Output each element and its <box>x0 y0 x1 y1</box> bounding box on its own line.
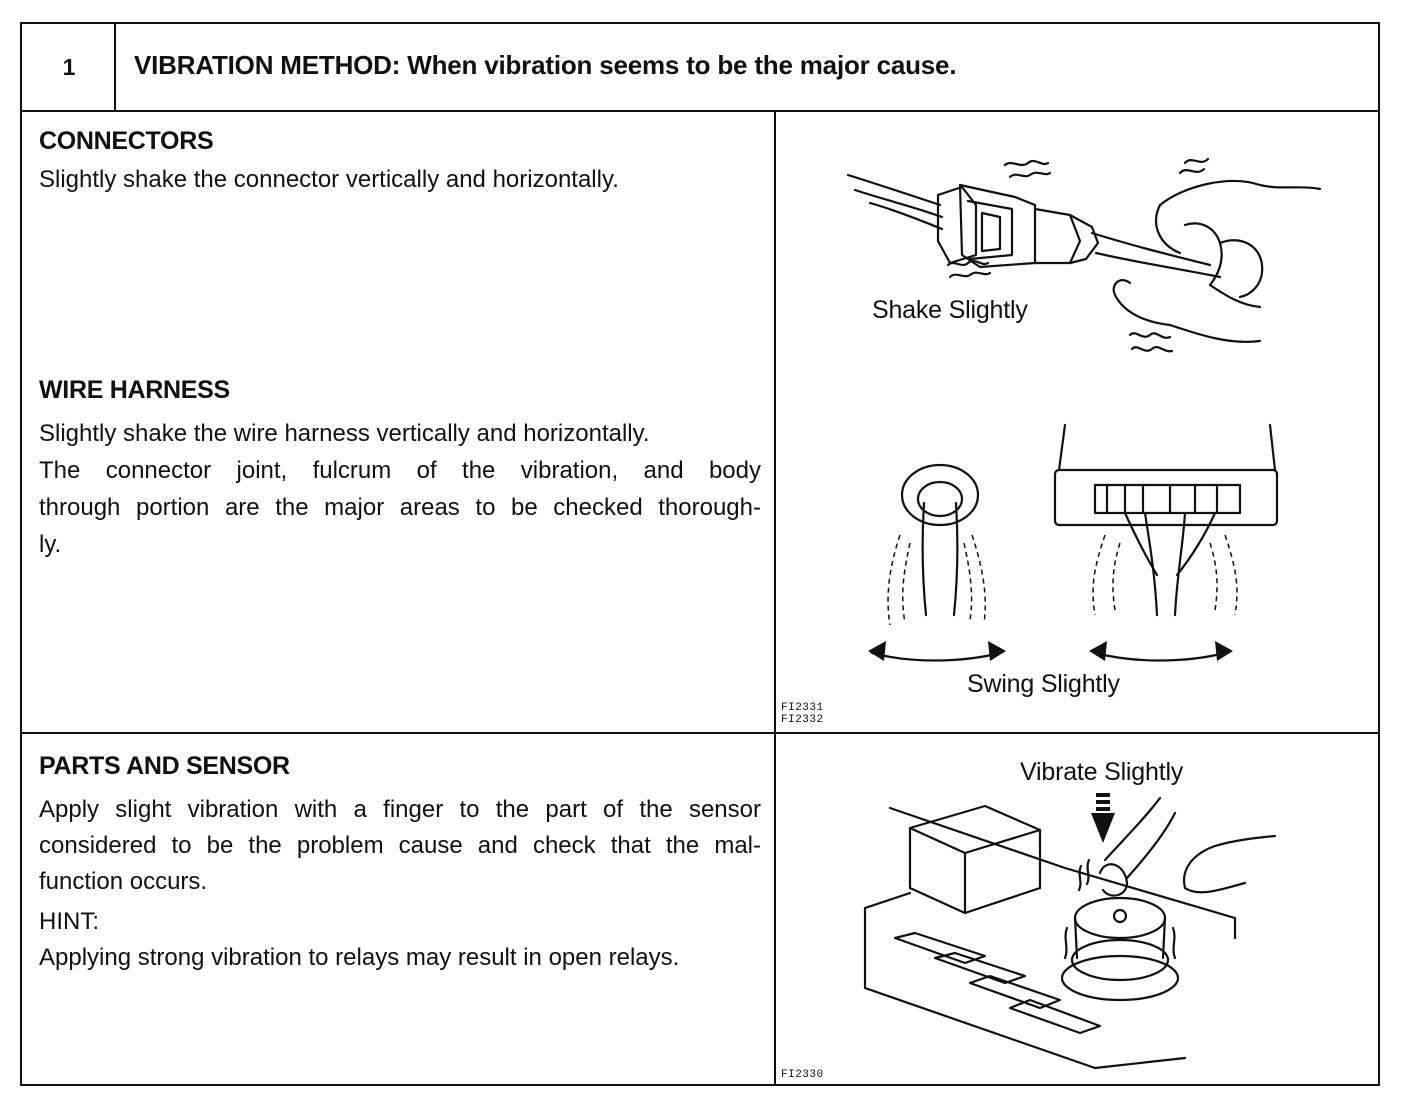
wire-harness-text: Slightly shake the wire harness vertical… <box>39 415 761 563</box>
header-divider <box>20 110 1380 112</box>
wire-harness-line: Slightly shake the wire harness vertical… <box>39 420 650 447</box>
figure-code-line: FI2331 <box>781 702 824 714</box>
harness-grommet-illustration <box>868 463 1006 662</box>
parts-sensor-line: function occurs. <box>39 868 208 895</box>
swing-slightly-caption: Swing Slightly <box>967 670 1120 698</box>
connectors-heading: CONNECTORS <box>39 127 214 155</box>
column-divider <box>774 110 776 1086</box>
number-divider <box>114 22 116 112</box>
step-number: 1 <box>62 53 76 80</box>
parts-sensor-line: considered to be the problem cause and c… <box>39 832 761 859</box>
connectors-text: Slightly shake the connector vertically … <box>39 161 761 198</box>
relay-vibrate-illustration <box>863 793 1277 1070</box>
wire-harness-line: ly. <box>39 531 62 558</box>
wire-harness-line: through portion are the major areas to b… <box>39 494 761 521</box>
parts-sensor-heading: PARTS AND SENSOR <box>39 752 290 780</box>
figure-code-line: FI2332 <box>781 714 824 726</box>
shake-slightly-caption: Shake Slightly <box>872 296 1028 324</box>
hint-label: HINT: <box>39 908 99 935</box>
wire-harness-heading: WIRE HARNESS <box>39 376 230 404</box>
figure-code: FI2330 <box>781 1069 824 1081</box>
figure-code: FI2331 FI2332 <box>781 702 824 726</box>
wire-harness-line: The connector joint, fulcrum of the vibr… <box>39 457 761 484</box>
page-title: VIBRATION METHOD: When vibration seems t… <box>134 50 957 80</box>
parts-sensor-text: Apply slight vibration with a finger to … <box>39 792 761 976</box>
connectors-line: Slightly shake the connector vertically … <box>39 166 619 193</box>
row-divider <box>20 732 1380 734</box>
connector-shake-illustration <box>846 157 1322 353</box>
procedure-table <box>20 22 1380 1086</box>
vibrate-slightly-caption: Vibrate Slightly <box>1020 758 1184 786</box>
hint-text: Applying strong vibration to relays may … <box>39 944 680 971</box>
parts-sensor-line: Apply slight vibration with a finger to … <box>39 796 761 823</box>
harness-ecu-illustration <box>1053 423 1279 662</box>
